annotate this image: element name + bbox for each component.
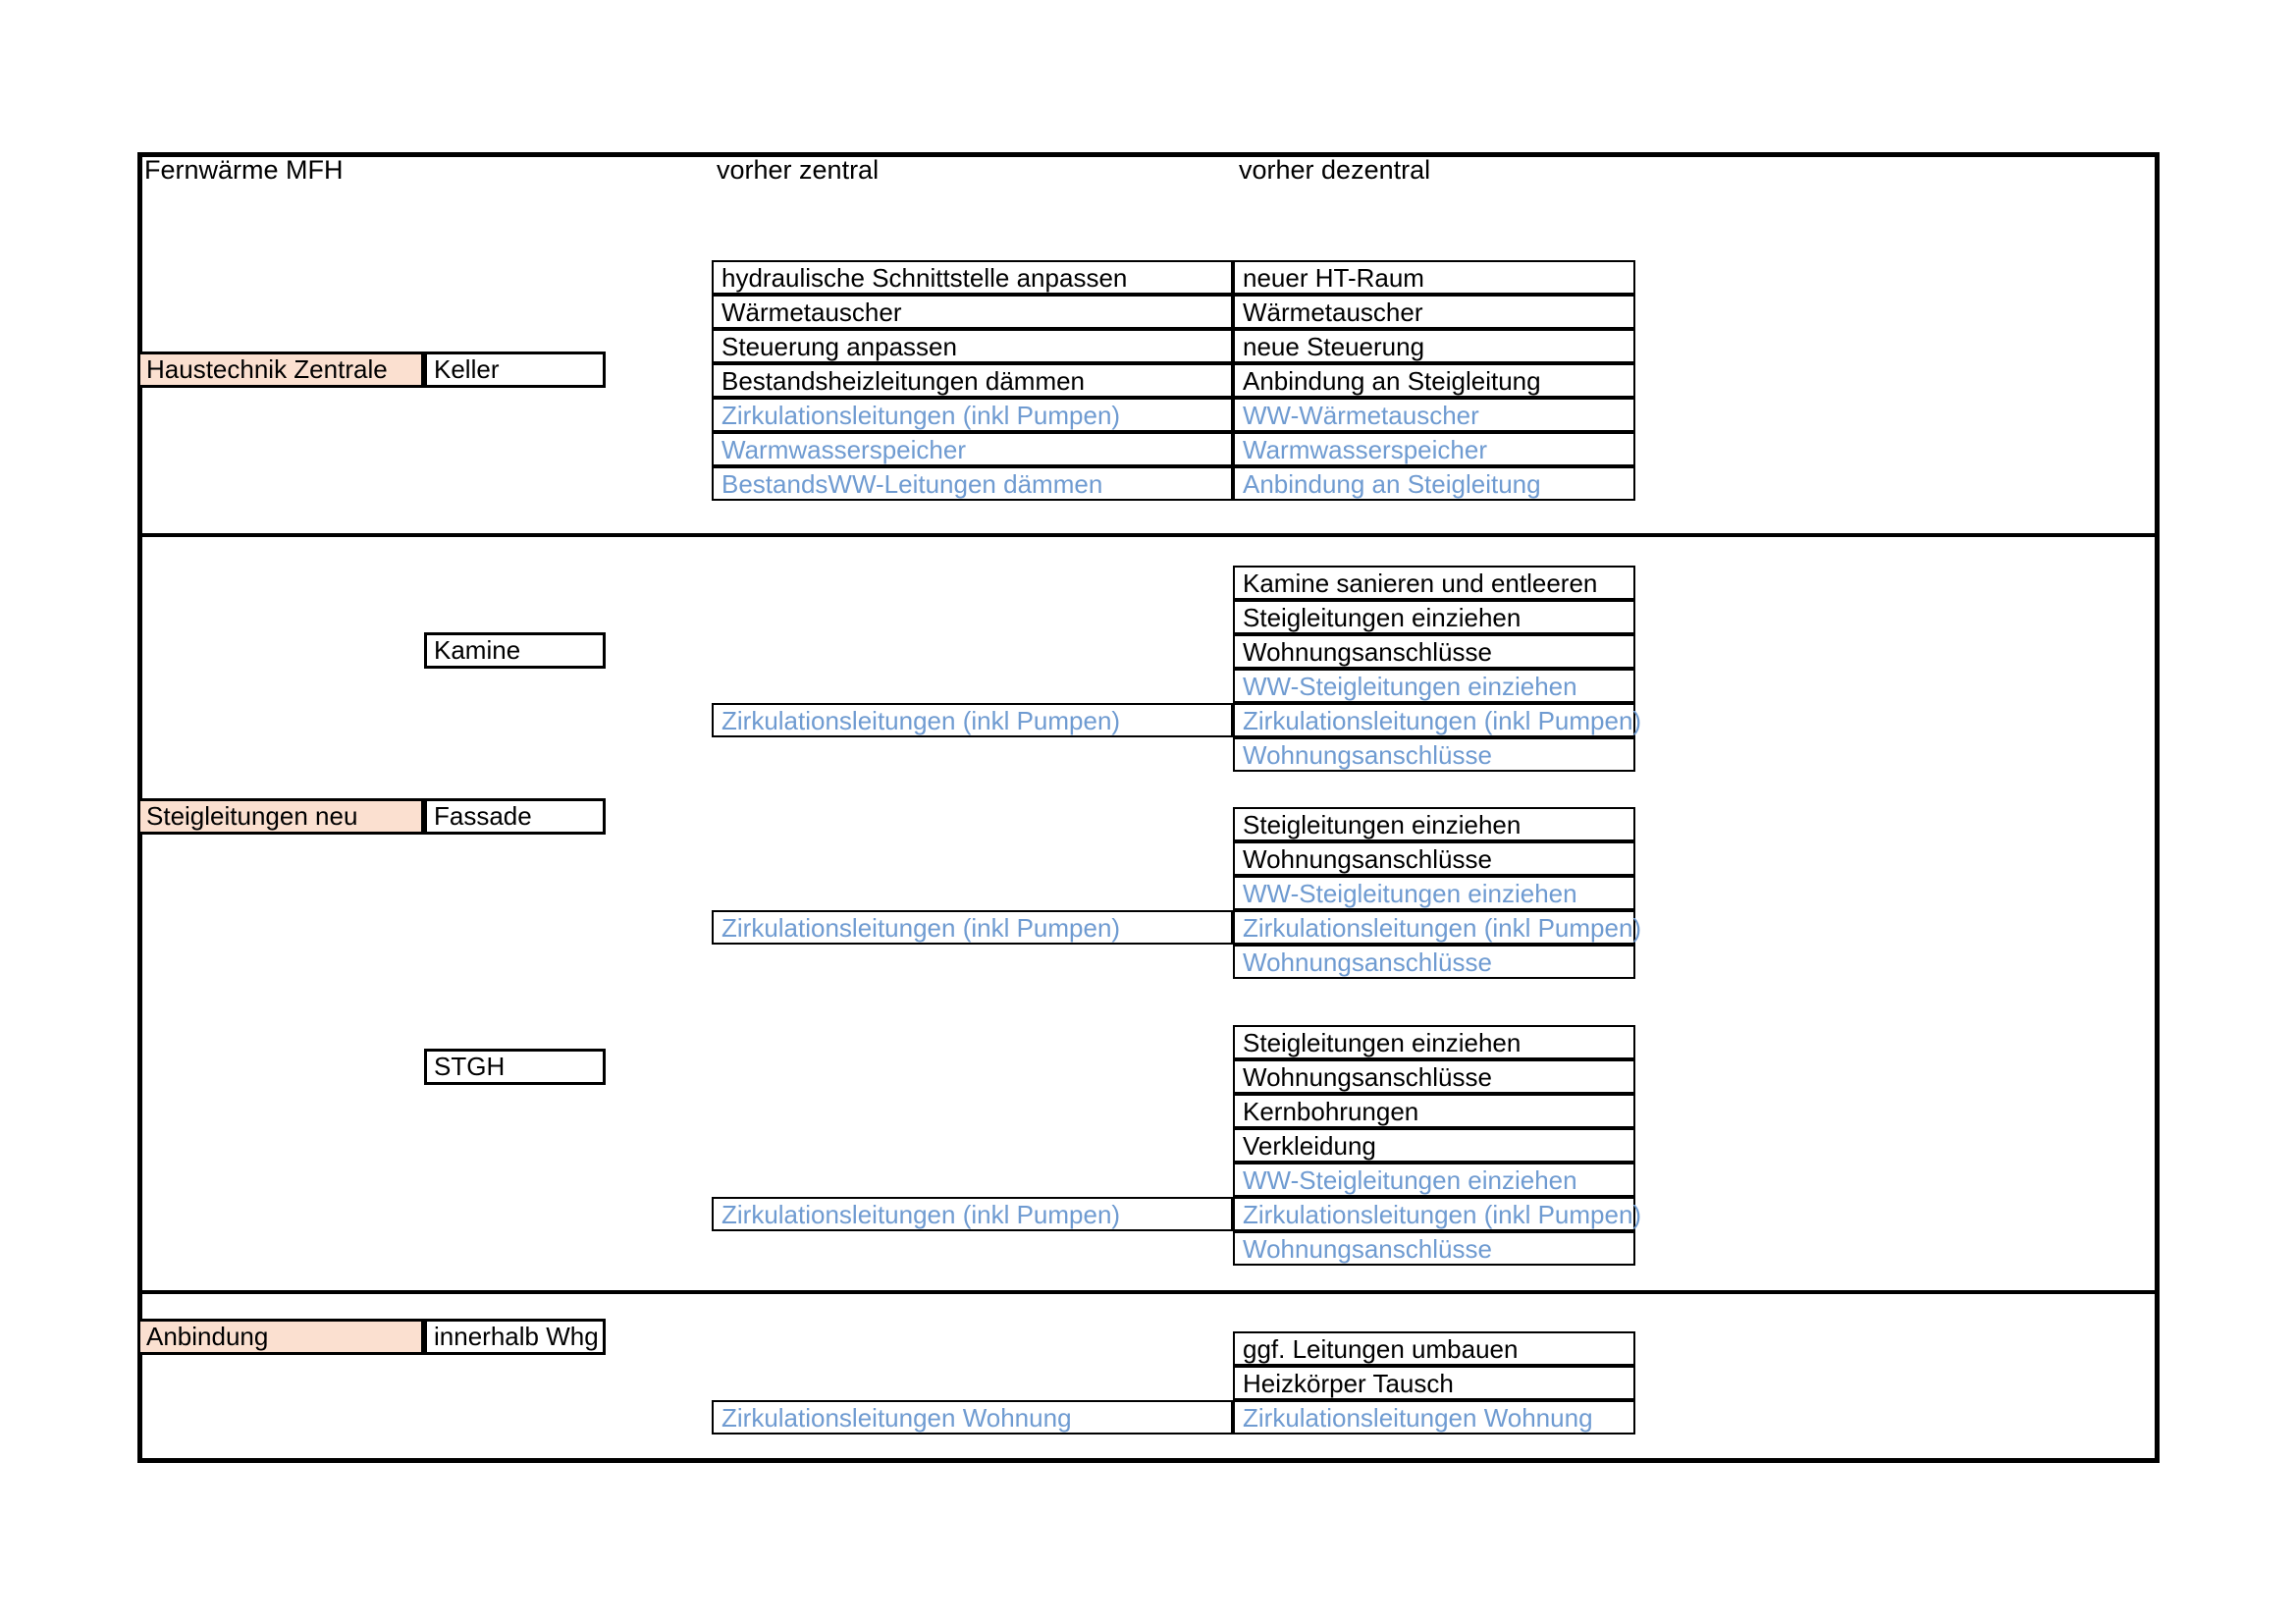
- measure-cell: Steuerung anpassen: [712, 329, 1233, 363]
- measure-cell: neuer HT-Raum: [1233, 260, 1635, 295]
- measure-cell: Steigleitungen einziehen: [1233, 807, 1635, 841]
- measure-cell: Warmwasserspeicher: [1233, 432, 1635, 466]
- measure-cell: Wohnungsanschlüsse: [1233, 634, 1635, 669]
- measure-cell: Warmwasserspeicher: [712, 432, 1233, 466]
- measure-cell: Bestandsheizleitungen dämmen: [712, 363, 1233, 398]
- measure-cell: Zirkulationsleitungen (inkl Pumpen): [712, 703, 1233, 737]
- group-divider-1: [137, 1290, 2160, 1294]
- measure-cell: Kamine sanieren und entleeren: [1233, 566, 1635, 600]
- measure-cell: Zirkulationsleitungen (inkl Pumpen): [712, 1197, 1233, 1231]
- measure-cell: Wärmetauscher: [712, 295, 1233, 329]
- measure-cell: Anbindung an Steigleitung: [1233, 466, 1635, 501]
- measure-cell: Zirkulationsleitungen (inkl Pumpen): [1233, 910, 1641, 945]
- measure-cell: Heizkörper Tausch: [1233, 1366, 1635, 1400]
- subcategory-label-keller: Keller: [424, 352, 606, 388]
- measure-cell: Wohnungsanschlüsse: [1233, 841, 1635, 876]
- measure-cell: hydraulische Schnittstelle anpassen: [712, 260, 1233, 295]
- measure-cell: Zirkulationsleitungen Wohnung: [712, 1400, 1233, 1435]
- measure-cell: WW-Wärmetauscher: [1233, 398, 1635, 432]
- measure-cell: WW-Steigleitungen einziehen: [1233, 1163, 1635, 1197]
- measure-cell: Zirkulationsleitungen Wohnung: [1233, 1400, 1635, 1435]
- column-header-central: vorher zentral: [717, 155, 880, 185]
- measure-cell: WW-Steigleitungen einziehen: [1233, 876, 1635, 910]
- measure-cell: Verkleidung: [1233, 1128, 1635, 1163]
- measure-cell: Anbindung an Steigleitung: [1233, 363, 1635, 398]
- measure-cell: Steigleitungen einziehen: [1233, 600, 1635, 634]
- measure-cell: ggf. Leitungen umbauen: [1233, 1331, 1635, 1366]
- measure-cell: Wohnungsanschlüsse: [1233, 945, 1635, 979]
- measure-cell: Wohnungsanschlüsse: [1233, 737, 1635, 772]
- measure-cell: Wohnungsanschlüsse: [1233, 1231, 1635, 1266]
- subcategory-label-innerhalb-whg: innerhalb Whg: [424, 1319, 606, 1355]
- category-label-steigleitungen-neu: Steigleitungen neu: [137, 798, 424, 835]
- category-label-haustechnik-zentrale: Haustechnik Zentrale: [137, 352, 424, 388]
- measure-cell: Zirkulationsleitungen (inkl Pumpen): [712, 398, 1233, 432]
- measure-cell: Kernbohrungen: [1233, 1094, 1635, 1128]
- measure-cell: Steigleitungen einziehen: [1233, 1025, 1635, 1059]
- column-header-decentral: vorher dezentral: [1239, 155, 1431, 185]
- measure-cell: Zirkulationsleitungen (inkl Pumpen): [712, 910, 1233, 945]
- measure-cell: Zirkulationsleitungen (inkl Pumpen): [1233, 703, 1641, 737]
- page-title: Fernwärme MFH: [144, 155, 344, 185]
- subcategory-label-kamine: Kamine: [424, 632, 606, 669]
- measure-cell: BestandsWW-Leitungen dämmen: [712, 466, 1233, 501]
- measure-cell: neue Steuerung: [1233, 329, 1635, 363]
- category-label-anbindung: Anbindung: [137, 1319, 424, 1355]
- subcategory-label-fassade: Fassade: [424, 798, 606, 835]
- measure-cell: Zirkulationsleitungen (inkl Pumpen): [1233, 1197, 1641, 1231]
- measure-cell: WW-Steigleitungen einziehen: [1233, 669, 1635, 703]
- measure-cell: Wohnungsanschlüsse: [1233, 1059, 1635, 1094]
- group-divider-0: [137, 533, 2160, 537]
- subcategory-label-stgh: STGH: [424, 1049, 606, 1085]
- measure-cell: Wärmetauscher: [1233, 295, 1635, 329]
